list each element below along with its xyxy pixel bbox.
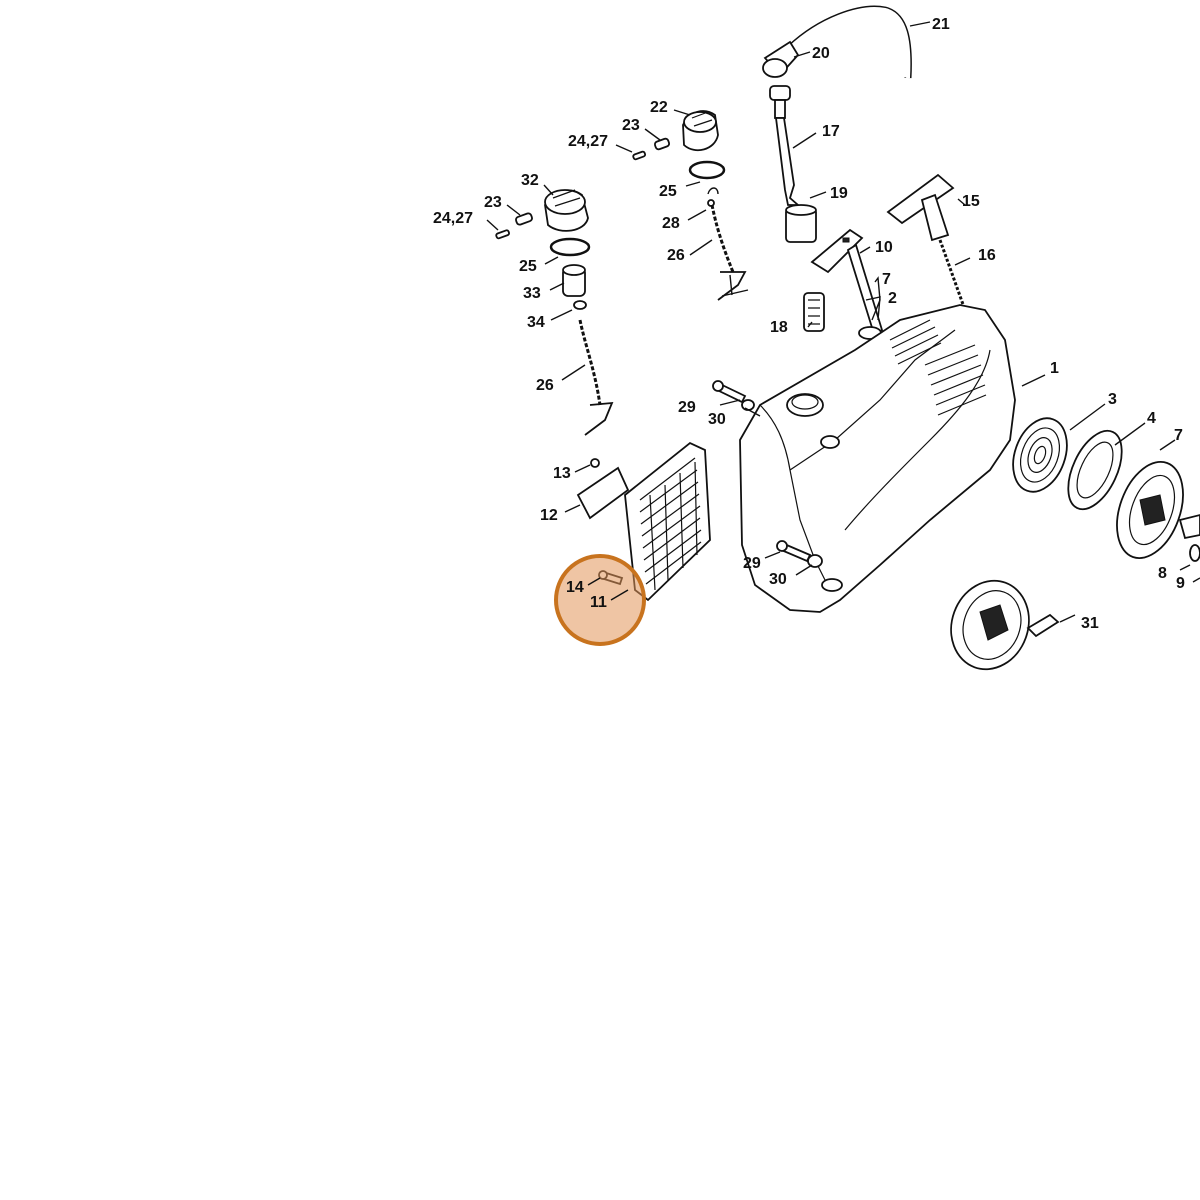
screw-part-28: [707, 187, 719, 207]
label-part-2: 2: [888, 290, 897, 307]
bolt-part-29-lower: [776, 540, 812, 563]
screw-part-13: [590, 458, 600, 468]
label-part-1: 1: [1050, 360, 1059, 377]
fuel-hose-part-17: [769, 85, 801, 206]
label-part-22: 22: [650, 99, 668, 116]
chain-part-26-upper: [710, 204, 749, 301]
label-part-9: 9: [1176, 575, 1185, 592]
label-part-7-upper: 7: [882, 271, 891, 288]
label-part-4: 4: [1147, 410, 1156, 427]
label-part-17: 17: [822, 123, 840, 140]
label-part-11: 11: [590, 594, 607, 611]
starter-rope-part-16: [938, 239, 967, 311]
chain-part-26-lower: [578, 319, 614, 436]
label-part-12: 12: [540, 507, 558, 524]
label-part-30-lower: 30: [769, 571, 787, 588]
bolt-part-29-upper: [712, 380, 747, 404]
fuel-strainer-part-18: [803, 292, 825, 332]
label-part-2427-lower: 24,27: [433, 210, 473, 227]
label-part-26-upper: 26: [667, 247, 685, 264]
tank-cap-part-32: [544, 189, 589, 232]
starter-grip-part-10: [810, 228, 884, 336]
label-part-8: 8: [1158, 565, 1167, 582]
label-part-18: 18: [770, 319, 788, 336]
label-part-16: 16: [978, 247, 996, 264]
rewind-spring-part-3: [1012, 417, 1068, 493]
label-part-19: 19: [830, 185, 848, 202]
cover-plate-part-11: [624, 441, 711, 602]
pin-part-23-lower: [515, 212, 533, 226]
pawl-part-31: [1026, 613, 1060, 638]
o-ring-part-25-upper: [688, 160, 726, 180]
label-part-30-upper: 30: [708, 411, 726, 428]
highlight-circle: [554, 554, 646, 646]
washer-part-30-lower: [807, 554, 823, 568]
label-part-3: 3: [1108, 391, 1117, 408]
label-part-10: 10: [875, 239, 893, 256]
fan-wheel: [950, 579, 1030, 671]
label-part-29-lower: 29: [743, 555, 761, 572]
label-part-28: 28: [662, 215, 680, 232]
label-part-26-lower: 26: [536, 377, 554, 394]
tank-cap-part-22: [682, 110, 719, 152]
label-part-2427-upper: 24,27: [568, 133, 608, 150]
label-part-23-lower: 23: [484, 194, 502, 211]
label-part-33: 33: [523, 285, 541, 302]
decal-plate-part-12: [576, 466, 630, 520]
part-labels: 21 20 17 19 15 16 10 7 2 18 1 3 4 7 8 9 …: [433, 16, 1185, 632]
pin-part-2427-lower: [495, 229, 510, 240]
spring-washer-part-4: [1067, 429, 1123, 511]
label-part-21: 21: [932, 16, 950, 33]
washer-part-30-upper: [741, 399, 755, 411]
label-part-29-upper: 29: [678, 399, 696, 416]
pin-part-23-upper: [653, 137, 671, 151]
label-part-15: 15: [962, 193, 980, 210]
fuel-line-part-21: [787, 5, 912, 79]
cap-insert-part-33: [562, 264, 586, 297]
label-part-25-upper: 25: [659, 183, 677, 200]
starter-handle-part-15: [886, 173, 955, 242]
label-part-25-lower: 25: [519, 258, 537, 275]
label-part-34: 34: [527, 314, 545, 331]
washer-part-34: [573, 300, 587, 310]
label-part-7-lower: 7: [1174, 427, 1183, 444]
o-ring-part-25-lower: [549, 237, 591, 257]
label-part-32: 32: [521, 172, 539, 189]
label-part-14: 14: [566, 579, 584, 596]
label-part-13: 13: [553, 465, 571, 482]
fuel-filter-part-19: [785, 204, 817, 243]
label-part-20: 20: [812, 45, 830, 62]
label-part-23-upper: 23: [622, 117, 640, 134]
fuel-connector-part-20: [762, 40, 800, 78]
rope-rotor-part-7: [1116, 461, 1200, 559]
pin-part-2427-upper: [632, 150, 647, 161]
label-part-31: 31: [1081, 615, 1099, 632]
washer-part-8: [1189, 544, 1200, 562]
leader-lines: [486, 21, 1200, 623]
tank-housing-part-1: [739, 304, 1016, 613]
